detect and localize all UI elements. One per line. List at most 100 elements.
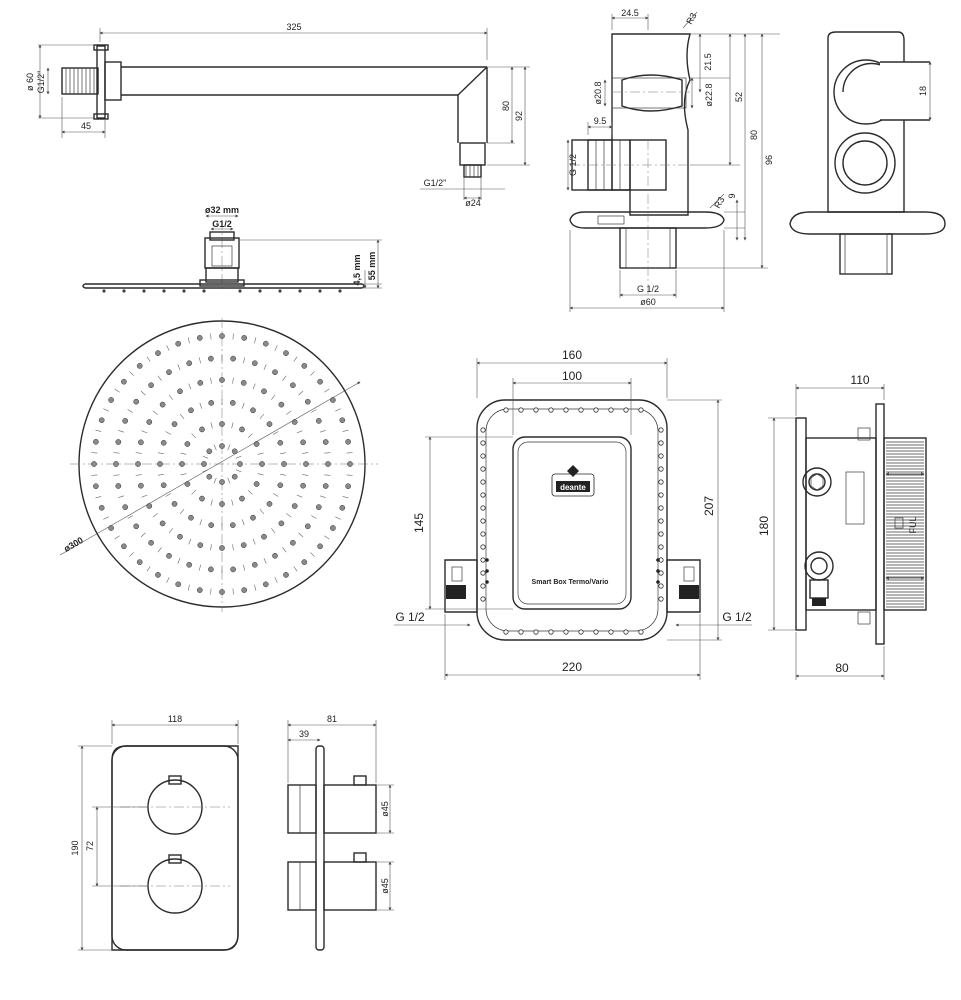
nozzle xyxy=(230,355,236,362)
screw-hole xyxy=(658,531,664,537)
box-height-dim: 207 xyxy=(702,496,716,516)
screw-hole xyxy=(548,629,554,635)
screw-hole xyxy=(480,479,486,485)
nozzle xyxy=(251,360,258,367)
nozzle xyxy=(239,426,245,433)
nozzle xyxy=(122,504,129,510)
arm-length-dim: 325 xyxy=(286,22,301,32)
nozzle xyxy=(208,400,215,406)
smart-box-side-view: FUL 110 180 80 xyxy=(757,373,927,680)
arm-stub-dim: 45 xyxy=(81,121,91,131)
nozzle xyxy=(171,421,178,427)
head-height-dim: 55 mm xyxy=(367,252,377,281)
nozzle xyxy=(301,363,308,369)
nozzle xyxy=(250,407,256,414)
elbow-side-dim: 18 xyxy=(918,86,928,96)
nozzle xyxy=(138,482,144,489)
nozzle xyxy=(262,340,269,347)
box-width-dim: 160 xyxy=(562,348,582,362)
nozzle xyxy=(219,501,225,507)
plate-side-inner-dim: 39 xyxy=(299,729,309,739)
nozzle xyxy=(146,419,153,425)
screw-hole xyxy=(608,629,614,635)
nozzle xyxy=(301,559,308,565)
nozzle xyxy=(290,382,296,389)
elbow-bore-dim: ø20.8 xyxy=(593,81,603,104)
box-right-thread: G 1/2 xyxy=(722,610,752,624)
screw-hole xyxy=(658,427,664,433)
arm-drop-dim: 80 xyxy=(501,101,511,111)
screw-hole xyxy=(658,570,664,576)
box-screw-holes xyxy=(480,407,664,635)
screw-hole xyxy=(548,407,554,413)
screw-hole xyxy=(658,492,664,498)
box-side-height-dim: 180 xyxy=(757,516,771,536)
screw-hole xyxy=(593,629,599,635)
screw-hole xyxy=(658,544,664,550)
nozzle xyxy=(175,581,182,588)
box-side-mark: FUL xyxy=(908,516,918,533)
nozzle xyxy=(229,522,236,528)
plate-knob-spacing-dim: 72 xyxy=(85,841,95,851)
nozzle xyxy=(186,360,193,367)
box-inner-height-dim: 145 xyxy=(412,513,426,533)
arm-thread-dim: G1/2" xyxy=(36,71,46,94)
nozzle xyxy=(277,439,284,446)
screw-hole xyxy=(623,407,629,413)
screw-hole xyxy=(480,596,486,602)
nozzle xyxy=(121,378,127,385)
screw-hole xyxy=(480,544,486,550)
nozzle xyxy=(155,572,161,578)
nozzle xyxy=(251,561,258,568)
screw-hole xyxy=(658,505,664,511)
nozzle xyxy=(108,397,114,403)
knob-top-dia-dim: ø45 xyxy=(380,801,390,817)
nozzle xyxy=(277,482,284,489)
brand-name: deante xyxy=(560,483,586,492)
screw-hole xyxy=(480,492,486,498)
nozzle xyxy=(266,421,273,427)
elbow-flange-dim: 9 xyxy=(727,193,737,198)
nozzle xyxy=(259,461,265,467)
nozzle xyxy=(231,473,238,480)
elbow-inlet-depth-dim: 9.5 xyxy=(594,116,607,126)
shower-head-side-view: ø32 mm G1/2 4,5 mm 55 mm xyxy=(82,205,382,293)
nozzle xyxy=(122,418,129,424)
nozzle xyxy=(133,523,140,530)
elbow-height-dim: 52 xyxy=(734,92,744,102)
nozzle xyxy=(300,482,306,489)
screw-hole xyxy=(480,531,486,537)
nozzle xyxy=(196,587,203,593)
nozzle xyxy=(219,333,225,339)
nozzle xyxy=(136,363,143,369)
arm-outlet-thread-dim: G1/2" xyxy=(424,178,447,188)
trim-plate-front-view: 118 190 72 xyxy=(70,714,239,951)
screw-hole xyxy=(658,583,664,589)
elbow-outlet-thread: G 1/2 xyxy=(637,284,659,294)
nozzle xyxy=(253,441,260,447)
nozzle xyxy=(219,545,225,551)
nozzle xyxy=(148,382,154,389)
plate-width-dim: 118 xyxy=(168,714,182,724)
nozzle xyxy=(98,504,105,511)
box-left-thread: G 1/2 xyxy=(395,610,425,624)
nozzle xyxy=(177,388,183,395)
screw-hole xyxy=(480,505,486,511)
nozzle xyxy=(219,589,225,595)
nozzle xyxy=(253,481,260,487)
nozzle xyxy=(159,520,166,527)
nozzle xyxy=(166,552,172,559)
shower-arm-view: 325 45 ø 60 G1/2" 80 92 G1/2" ø24 xyxy=(25,22,530,208)
nozzle xyxy=(219,377,225,383)
screw-hole xyxy=(658,596,664,602)
nozzle xyxy=(201,461,207,467)
nozzle xyxy=(184,481,191,487)
nozzle xyxy=(171,501,178,507)
nozzle xyxy=(278,520,285,527)
nozzle xyxy=(304,523,311,530)
nozzle xyxy=(219,443,225,449)
nozzle xyxy=(322,439,329,445)
nozzle xyxy=(291,503,298,509)
box-depth-dim: 110 xyxy=(850,373,869,387)
